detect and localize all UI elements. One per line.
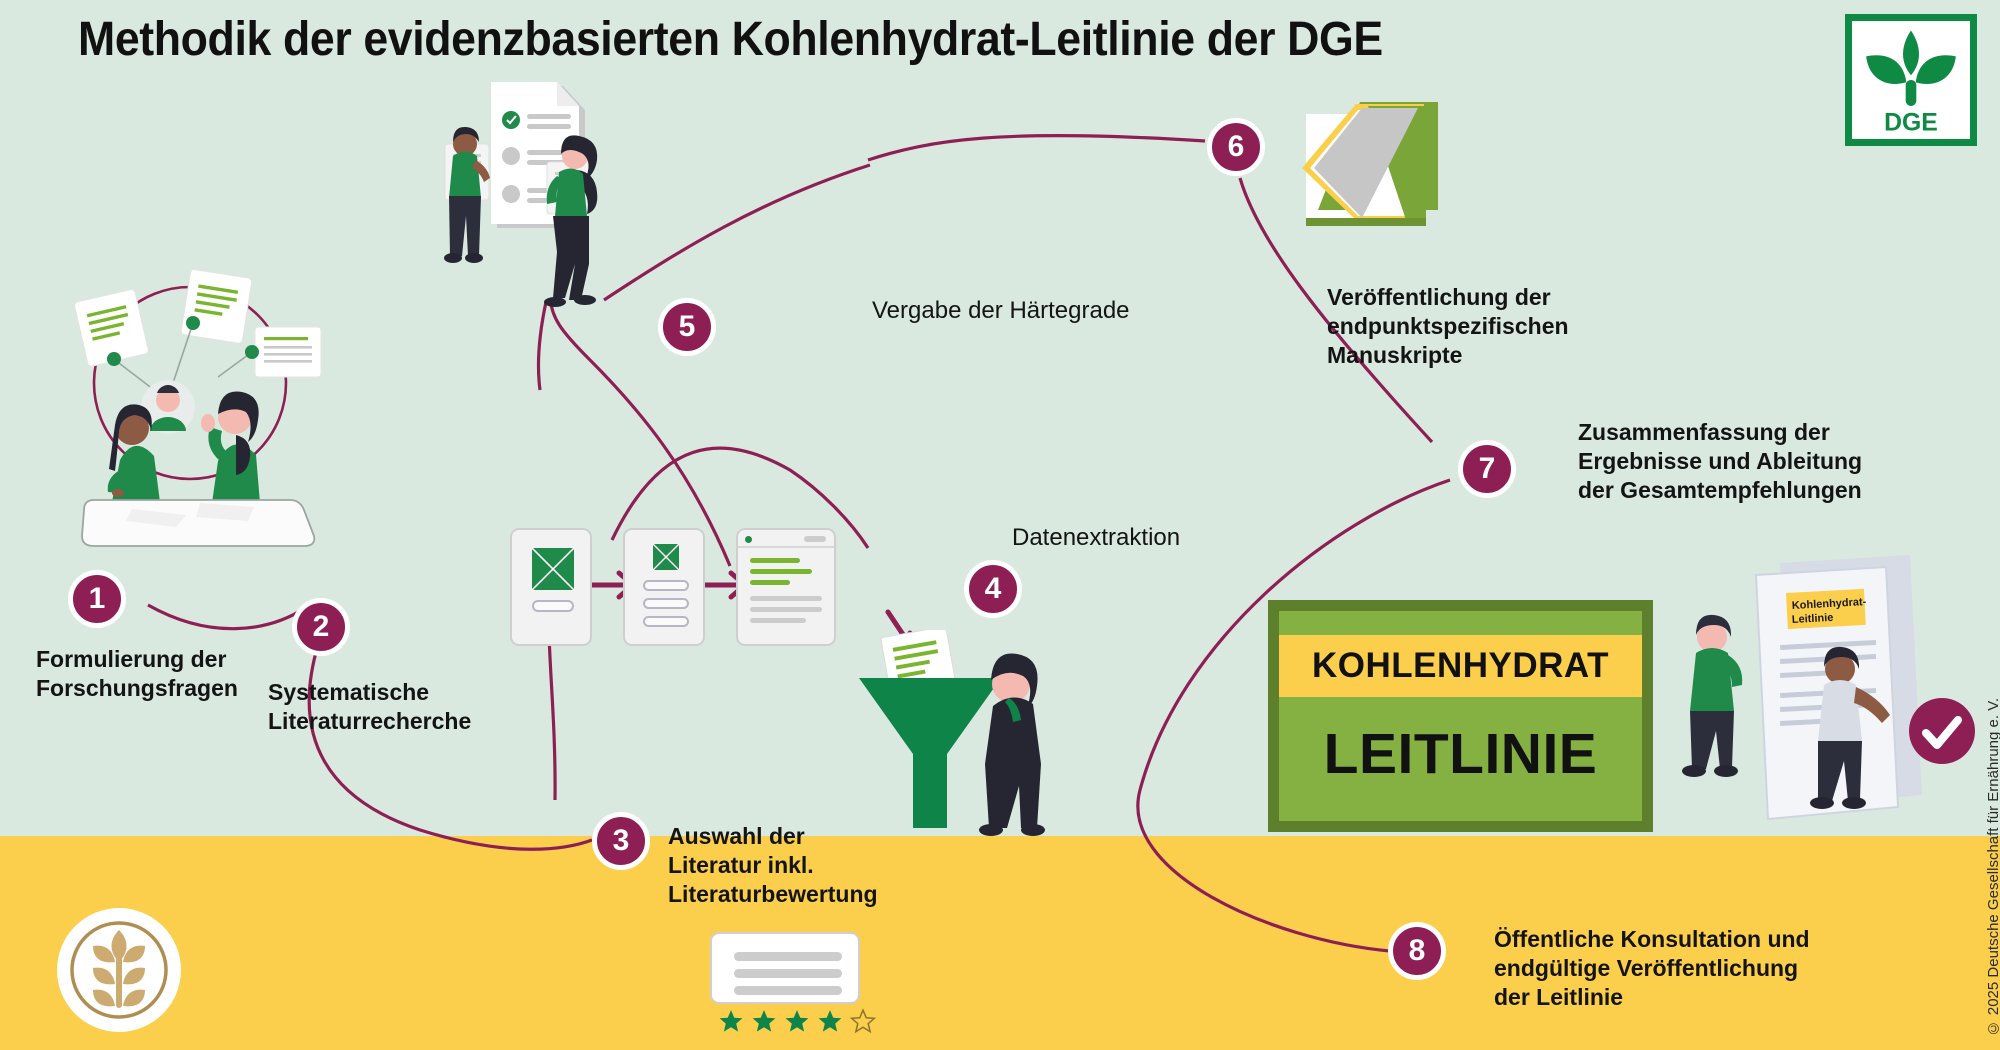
step-circle-3[interactable]: 3 <box>592 812 650 870</box>
mock-doc-title-2: Leitlinie <box>1792 612 1834 626</box>
results-card <box>736 528 836 646</box>
star-icon <box>752 1010 776 1032</box>
step-circle-2[interactable]: 2 <box>292 598 350 656</box>
star-icon <box>785 1010 809 1032</box>
rating-stars <box>718 1008 876 1034</box>
star-icon-empty <box>850 1008 876 1034</box>
search-card-1 <box>510 528 592 646</box>
step-label-8: Öffentliche Konsultation und endgültige … <box>1494 926 1810 1010</box>
checklist-people-illustration <box>444 82 598 307</box>
dge-logo-text: DGE <box>1884 110 1938 137</box>
publication-illustration: Kohlenhydrat- Leitlinie <box>1682 555 1975 821</box>
search-card-2 <box>623 528 705 646</box>
copyright-text: © 2025 Deutsche Gesellschaft für Ernähru… <box>1985 697 2000 1036</box>
star-icon <box>719 1010 743 1032</box>
grain-badge <box>57 908 181 1032</box>
literature-rating-card <box>710 932 860 1004</box>
step-circle-1[interactable]: 1 <box>68 570 126 628</box>
step-circle-5[interactable]: 5 <box>658 298 716 356</box>
mock-doc-title-1: Kohlenhydrat- <box>1792 596 1867 612</box>
step-label-6: Veröffentlichung der endpunktspezifische… <box>1327 284 1569 368</box>
step-label-7: Zusammenfassung der Ergebnisse und Ablei… <box>1578 419 1863 503</box>
grain-icon <box>70 921 168 1019</box>
book-icon <box>1302 102 1438 226</box>
step-label-1: Formulierung der Forschungsfragen <box>36 646 238 701</box>
step-circle-8[interactable]: 8 <box>1388 922 1446 980</box>
step-label-4: Datenextraktion <box>1012 524 1181 551</box>
step-label-3: Auswahl der Literatur inkl. Literaturbew… <box>668 823 878 907</box>
background-band-bottom <box>0 836 2000 1050</box>
step-circle-6[interactable]: 6 <box>1207 118 1265 176</box>
step-label-5: Vergabe der Härtegrade <box>872 297 1130 324</box>
star-icon <box>818 1010 842 1032</box>
dge-logo: DGE <box>1845 14 1977 146</box>
step-label-2: Systematische Literaturrecherche <box>268 679 472 734</box>
page-title: Methodik der evidenzbasierten Kohlenhydr… <box>78 13 1383 66</box>
step-circle-7[interactable]: 7 <box>1458 440 1516 498</box>
step-circle-4[interactable]: 4 <box>964 560 1022 618</box>
meeting-illustration <box>74 269 322 547</box>
guideline-sign: KOHLENHYDRAT LEITLINIE <box>1268 600 1653 832</box>
sign-line-1: KOHLENHYDRAT <box>1279 635 1642 697</box>
sign-line-2: LEITLINIE <box>1323 722 1598 786</box>
check-badge-icon <box>1909 698 1975 764</box>
funnel-illustration <box>859 630 1045 836</box>
